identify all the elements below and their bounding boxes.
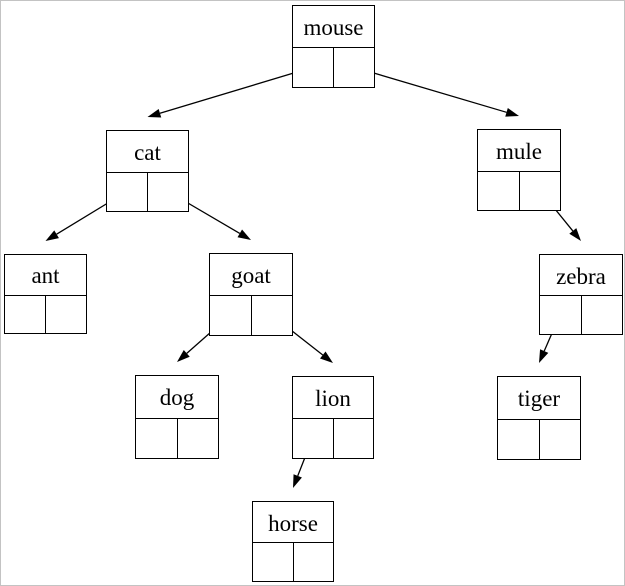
left-pointer-cell	[136, 418, 178, 458]
node-pointer-row	[253, 543, 333, 581]
edge-line-mouse-mule	[354, 66, 507, 113]
right-pointer-cell	[46, 296, 86, 334]
node-pointer-row	[5, 295, 86, 334]
edge-arrowhead-mouse-mule	[505, 107, 519, 117]
tree-node-mouse: mouse	[292, 5, 375, 88]
right-pointer-cell	[540, 420, 581, 460]
right-pointer-cell	[148, 173, 188, 212]
node-pointer-row	[293, 48, 374, 87]
right-pointer-cell	[178, 419, 219, 459]
edge-arrowhead-lion-horse	[293, 474, 302, 488]
node-label: cat	[107, 131, 188, 173]
node-label: ant	[5, 255, 86, 296]
left-pointer-cell	[498, 419, 540, 459]
left-pointer-cell	[293, 48, 334, 87]
node-pointer-row	[136, 418, 219, 459]
left-pointer-cell	[5, 295, 46, 333]
left-pointer-cell	[540, 296, 582, 334]
edge-arrowhead-goat-lion	[319, 351, 333, 363]
node-pointer-row	[478, 171, 561, 211]
edge-arrowhead-mouse-cat	[147, 108, 162, 118]
right-pointer-cell	[294, 543, 334, 581]
node-pointer-row	[540, 296, 622, 334]
tree-node-dog: dog	[135, 375, 219, 459]
node-pointer-row	[498, 419, 581, 460]
right-pointer-cell	[252, 296, 293, 335]
node-label: tiger	[498, 377, 580, 420]
edge-arrowhead-goat-dog	[177, 350, 190, 362]
node-pointer-row	[293, 419, 373, 458]
tree-node-tiger: tiger	[497, 376, 581, 460]
node-label: zebra	[540, 255, 622, 296]
node-label: goat	[210, 254, 292, 296]
node-pointer-row	[210, 296, 292, 335]
edge-arrowhead-zebra-tiger	[539, 349, 549, 363]
tree-node-horse: horse	[252, 501, 334, 582]
tree-node-goat: goat	[209, 253, 293, 336]
right-pointer-cell	[582, 296, 623, 334]
left-pointer-cell	[478, 171, 520, 210]
tree-node-mule: mule	[477, 129, 561, 211]
node-label: mouse	[293, 6, 374, 48]
node-label: horse	[253, 502, 333, 543]
right-pointer-cell	[334, 419, 374, 458]
right-pointer-cell	[334, 48, 374, 87]
tree-node-cat: cat	[106, 130, 189, 212]
node-label: dog	[136, 376, 218, 419]
node-label: lion	[293, 377, 373, 419]
edge-arrowhead-cat-goat	[237, 229, 251, 240]
left-pointer-cell	[253, 543, 294, 581]
right-pointer-cell	[520, 172, 561, 211]
edge-arrowhead-mule-zebra	[569, 228, 581, 241]
node-label: mule	[478, 130, 560, 172]
tree-node-lion: lion	[292, 376, 374, 459]
edge-arrowhead-cat-ant	[45, 230, 59, 241]
node-pointer-row	[107, 172, 188, 212]
left-pointer-cell	[210, 296, 252, 335]
tree-node-ant: ant	[4, 254, 87, 334]
left-pointer-cell	[293, 419, 334, 458]
left-pointer-cell	[107, 172, 148, 211]
edge-line-mouse-cat	[159, 66, 313, 114]
tree-node-zebra: zebra	[539, 254, 623, 335]
